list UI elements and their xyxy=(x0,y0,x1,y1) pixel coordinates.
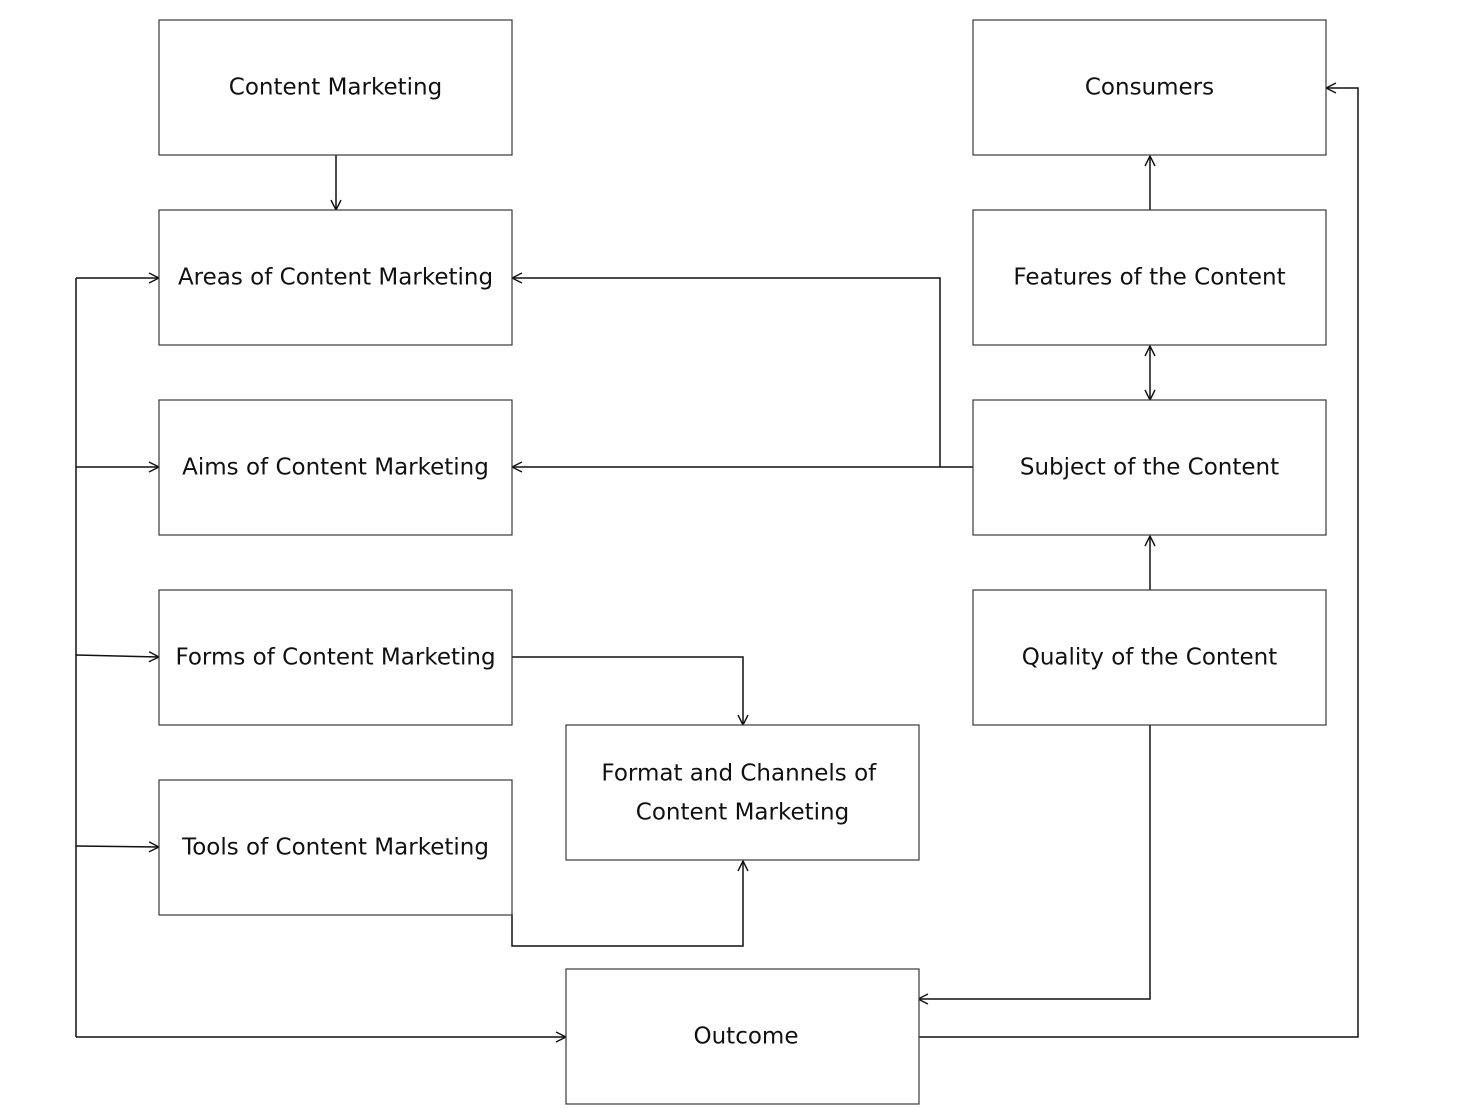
connectors xyxy=(75,88,1359,1038)
node-format-and-channels: Format and Channels of Content Marketing xyxy=(565,724,920,861)
node-tools: Tools of Content Marketing xyxy=(158,779,513,916)
node-label: Content Marketing xyxy=(229,75,442,101)
node-label: Aims of Content Marketing xyxy=(182,455,489,481)
node-areas: Areas of Content Marketing xyxy=(158,209,513,346)
node-aims: Aims of Content Marketing xyxy=(158,399,513,536)
node-label: Forms of Content Marketing xyxy=(175,645,495,671)
edge-quality-to-outcome xyxy=(918,725,1151,999)
node-content-marketing: Content Marketing xyxy=(158,19,513,156)
node-label: Consumers xyxy=(1085,75,1214,101)
node-label: Features of the Content xyxy=(1013,265,1285,291)
node-label: Areas of Content Marketing xyxy=(178,265,493,291)
edge-tools-to-format xyxy=(511,861,743,947)
edge-forms-to-format xyxy=(512,656,743,725)
node-label: Format and Channels of Content Marketing xyxy=(601,761,883,826)
edge-consumers-to-outcome xyxy=(918,88,1359,1038)
node-forms: Forms of Content Marketing xyxy=(158,589,513,726)
node-subject: Subject of the Content xyxy=(972,399,1327,536)
node-label: Subject of the Content xyxy=(1020,455,1279,481)
node-label: Quality of the Content xyxy=(1022,645,1278,671)
node-label: Tools of Content Marketing xyxy=(181,835,489,861)
node-outcome: Outcome xyxy=(565,968,920,1105)
edge-trunk-to-forms xyxy=(75,655,159,657)
edge-subject-to-areas xyxy=(512,278,941,467)
node-features: Features of the Content xyxy=(972,209,1327,346)
edge-trunk-to-tools xyxy=(75,846,159,847)
node-consumers: Consumers xyxy=(972,19,1327,156)
node-quality: Quality of the Content xyxy=(972,589,1327,726)
node-label: Outcome xyxy=(694,1024,799,1050)
